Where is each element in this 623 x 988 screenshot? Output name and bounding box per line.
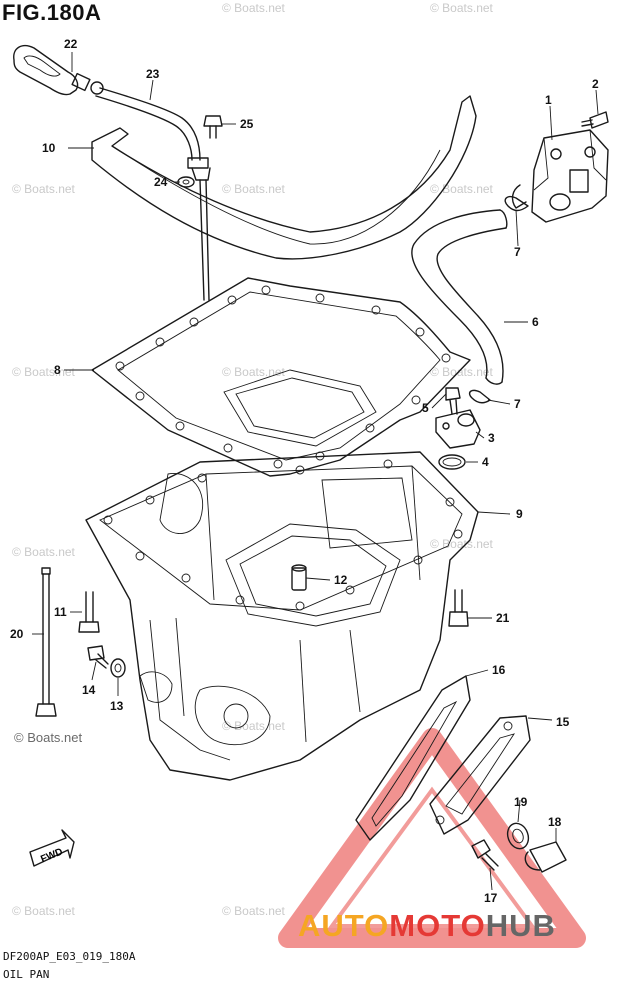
bolt-11 — [78, 591, 100, 633]
oil-pan-bolt-holes — [103, 459, 463, 611]
watermark: © Boats.net — [430, 1, 494, 15]
callout-24: 24 — [154, 175, 168, 189]
watermark: © Boats.net — [222, 365, 286, 379]
callout-5: 5 — [422, 401, 429, 415]
bolt-14 — [87, 645, 109, 669]
oil-hose — [411, 209, 508, 385]
bolt-2 — [581, 111, 609, 129]
callout-7b: 7 — [514, 397, 521, 411]
callout-23: 23 — [146, 67, 160, 81]
long-bolt-20 — [35, 567, 57, 717]
callout-22: 22 — [64, 37, 78, 51]
callout-8: 8 — [54, 363, 61, 377]
watermark: © Boats.net — [222, 1, 286, 15]
washer-13 — [110, 658, 126, 678]
bolt-5 — [445, 387, 461, 415]
watermark: © Boats.net — [222, 719, 286, 733]
logo-moto-text: MOTO — [389, 908, 486, 943]
callout-1: 1 — [545, 93, 552, 107]
watermark: © Boats.net — [430, 365, 494, 379]
dipstick-handle — [13, 44, 104, 96]
callout-15: 15 — [556, 715, 570, 729]
logo-auto-text: AUTO — [298, 908, 390, 943]
plug-12 — [291, 564, 307, 591]
bolt-25 — [203, 115, 223, 139]
oil-filter-housing — [511, 129, 609, 223]
callout-17: 17 — [484, 891, 498, 905]
callout-3: 3 — [488, 431, 495, 445]
gasket-bolt-holes — [115, 285, 451, 469]
clamp-7-lower — [468, 389, 491, 404]
fwd-label: FWD — [39, 847, 64, 866]
logo-hub-text: HUB — [485, 908, 556, 943]
gasket-16 — [355, 675, 471, 841]
callout-19: 19 — [514, 795, 528, 809]
figure-title: FIG.180A — [2, 0, 102, 25]
callout-11: 11 — [54, 605, 67, 619]
o-ring-4 — [438, 454, 466, 470]
leader-lines — [32, 52, 599, 891]
figure-code: DF200AP_E03_019_180A — [3, 950, 136, 963]
callout-13: 13 — [110, 699, 124, 713]
callout-20: 20 — [10, 627, 24, 641]
watermark: © Boats.net — [222, 182, 286, 196]
drain-plug-18 — [524, 841, 567, 873]
watermark: © Boats.net — [430, 537, 494, 551]
callout-10: 10 — [42, 141, 56, 155]
callout-18: 18 — [548, 815, 562, 829]
fitting-3 — [435, 409, 481, 449]
gasket-8 — [91, 277, 471, 477]
bolt-21 — [448, 589, 469, 627]
o-ring-19 — [506, 822, 530, 850]
watermark: © Boats.net — [12, 365, 76, 379]
watermarks: © Boats.net © Boats.net © Boats.net © Bo… — [12, 1, 494, 918]
figure-name: OIL PAN — [3, 968, 50, 981]
bolt-17 — [471, 839, 499, 871]
callout-6: 6 — [532, 315, 539, 329]
callout-numbers: 22 23 1 2 25 10 24 7 6 8 7 5 3 4 9 12 11… — [10, 37, 599, 905]
callout-16: 16 — [492, 663, 506, 677]
callout-25: 25 — [240, 117, 254, 131]
watermark-primary: © Boats.net — [14, 730, 83, 745]
callout-2: 2 — [592, 77, 599, 91]
watermark: © Boats.net — [222, 904, 286, 918]
callout-9: 9 — [516, 507, 523, 521]
callout-21: 21 — [496, 611, 510, 625]
oil-pan-9 — [85, 451, 479, 781]
watermark: © Boats.net — [12, 904, 76, 918]
callout-12: 12 — [334, 573, 348, 587]
clamp-7-upper — [504, 196, 529, 212]
watermark: © Boats.net — [12, 545, 76, 559]
bracket-strap — [91, 95, 477, 260]
watermark: © Boats.net — [12, 182, 76, 196]
cover-15 — [429, 715, 531, 835]
callout-7a: 7 — [514, 245, 521, 259]
dipstick-tube — [95, 87, 211, 301]
fwd-arrow: FWD — [29, 829, 75, 867]
callout-14: 14 — [82, 683, 96, 697]
automotohub-logo: AUTOMOTOHUB — [298, 908, 556, 944]
callout-4: 4 — [482, 455, 489, 469]
